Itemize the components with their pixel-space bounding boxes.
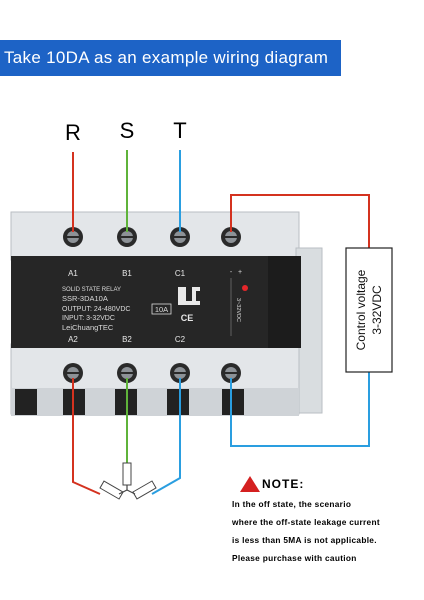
top-terminal-input-plus: [221, 227, 241, 247]
phase-label-s: S: [120, 118, 135, 143]
bottom-terminal-a2: [63, 363, 83, 383]
terminal-label-b2: B2: [122, 335, 132, 344]
load-wire-c: [151, 378, 181, 495]
note-section: NOTE: In the off state, the scenario whe…: [232, 476, 422, 563]
solid-state-relay: [10, 211, 323, 416]
load-resistor-a: [99, 480, 124, 500]
control-wire-positive: [230, 194, 370, 250]
status-led: [242, 285, 248, 291]
control-voltage-label: Control voltage: [354, 269, 368, 350]
star-link: [126, 489, 136, 495]
rating-badge-box: [151, 303, 172, 315]
terminal-label-b1: B1: [122, 269, 132, 278]
note-title: NOTE:: [262, 477, 305, 491]
bottom-terminal-c2: [170, 363, 190, 383]
vent-slot: [167, 389, 189, 415]
terminal-label-a2: A2: [68, 335, 78, 344]
relay-side-fin: [268, 256, 301, 348]
terminal-label-c1: C1: [175, 269, 186, 278]
control-wire-negative: [230, 372, 370, 447]
rating-badge: 10A: [155, 305, 168, 314]
relay-base: [11, 388, 299, 416]
top-terminal-b1: [117, 227, 137, 247]
relay-housing-top: [10, 211, 300, 261]
relay-label-panel: [11, 256, 301, 348]
warning-triangle-icon: [240, 476, 260, 492]
top-terminal-c1: [170, 227, 190, 247]
load-resistor-b: [122, 462, 132, 486]
note-line-4: Please purchase with caution: [232, 553, 357, 563]
star-link: [118, 489, 128, 495]
ce-mark: CE: [181, 313, 194, 323]
load-star-connection: [99, 462, 157, 500]
relay-brand-text: LeiChuangTEC: [62, 323, 114, 332]
phase-label-r: R: [65, 120, 81, 145]
terminal-label-c2: C2: [175, 335, 186, 344]
control-voltage-range: 3-32VDC: [370, 285, 384, 335]
input-plus-sign: +: [238, 269, 242, 276]
relay-input-text: INPUT: 3-32VDC: [62, 315, 115, 322]
input-voltage-side-label: 3~32VDC: [235, 298, 241, 322]
load-resistor-c: [132, 480, 157, 500]
note-line-3: is less than 5MA is not applicable.: [232, 535, 377, 545]
bottom-terminal-input-minus: [221, 363, 241, 383]
bottom-terminal-b2: [117, 363, 137, 383]
relay-model-text: SSR-3DA10A: [62, 294, 108, 303]
note-line-1: In the off state, the scenario: [232, 499, 352, 509]
vent-slot: [15, 389, 37, 415]
diagram-title-banner: Take 10DA as an example wiring diagram: [0, 40, 341, 76]
terminal-label-a1: A1: [68, 269, 78, 278]
top-terminal-a1: [63, 227, 83, 247]
relay-type-text: SOLID STATE RELAY: [62, 287, 121, 293]
vent-slot: [222, 389, 244, 415]
phase-label-t: T: [173, 118, 186, 143]
brand-logo: [178, 287, 200, 305]
control-voltage-box: [345, 247, 393, 373]
note-line-2: where the off-state leakage current: [232, 517, 380, 527]
relay-output-text: OUTPUT: 24-480VDC: [62, 306, 130, 313]
input-minus-sign: -: [230, 269, 233, 276]
load-wire-a: [72, 378, 101, 495]
